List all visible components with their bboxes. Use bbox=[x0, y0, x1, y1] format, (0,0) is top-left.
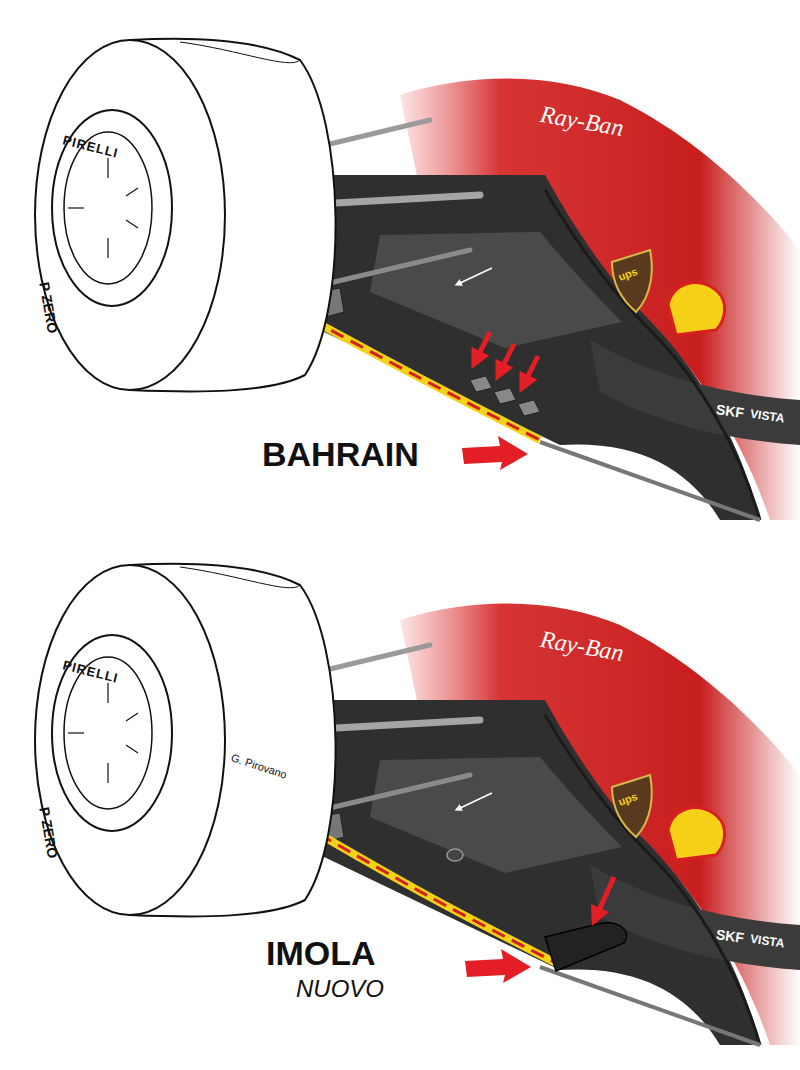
rim-spoke bbox=[107, 763, 108, 783]
car-panel bbox=[35, 39, 800, 520]
wheel-rim bbox=[52, 635, 172, 831]
version-note: NUOVO bbox=[296, 976, 384, 1002]
floor-slot bbox=[494, 388, 516, 404]
venue-label: IMOLA bbox=[266, 935, 376, 972]
carbon-strip bbox=[590, 340, 800, 445]
red-arrow bbox=[476, 332, 490, 360]
shell-emblem bbox=[668, 283, 725, 335]
car-panel bbox=[35, 564, 800, 1045]
sidepod-edge bbox=[545, 715, 760, 1045]
pointer-arrow bbox=[462, 436, 528, 470]
floor-edge-highlight bbox=[312, 320, 540, 440]
flow-arrow bbox=[458, 793, 492, 809]
floor-slot bbox=[518, 400, 540, 416]
tyre-sidewall bbox=[35, 40, 225, 390]
tyre-tread-line bbox=[180, 42, 300, 63]
rim-spoke bbox=[107, 683, 108, 703]
red-arrow bbox=[524, 356, 538, 384]
floor-hole bbox=[447, 849, 463, 861]
venue-label: BAHRAIN bbox=[262, 436, 419, 473]
floor-deflector bbox=[545, 923, 627, 971]
floor-slot bbox=[470, 376, 492, 392]
rim-spoke bbox=[68, 732, 84, 733]
red-arrow bbox=[596, 877, 614, 917]
floor-edge bbox=[540, 967, 760, 1045]
tyre-tread-line bbox=[180, 567, 300, 588]
rim-spoke bbox=[126, 713, 138, 721]
floor-edge bbox=[540, 442, 760, 520]
wheel-rim bbox=[52, 110, 172, 306]
shell-emblem bbox=[668, 808, 725, 860]
rim-spoke bbox=[126, 745, 138, 753]
flow-arrow bbox=[458, 268, 492, 284]
rim-spoke bbox=[107, 158, 108, 178]
carbon-strip bbox=[590, 865, 800, 970]
ups-shield bbox=[612, 775, 652, 837]
rim-spoke bbox=[126, 220, 138, 228]
rim-spoke bbox=[126, 188, 138, 196]
tyre-sidewall bbox=[35, 565, 225, 915]
floor-edge-dash bbox=[312, 320, 540, 440]
pointer-arrow bbox=[465, 949, 531, 983]
rim-spoke bbox=[68, 207, 84, 208]
red-arrow bbox=[500, 344, 514, 372]
rim-spoke bbox=[107, 238, 108, 258]
ups-shield bbox=[612, 250, 652, 312]
sidepod-edge bbox=[545, 190, 760, 520]
